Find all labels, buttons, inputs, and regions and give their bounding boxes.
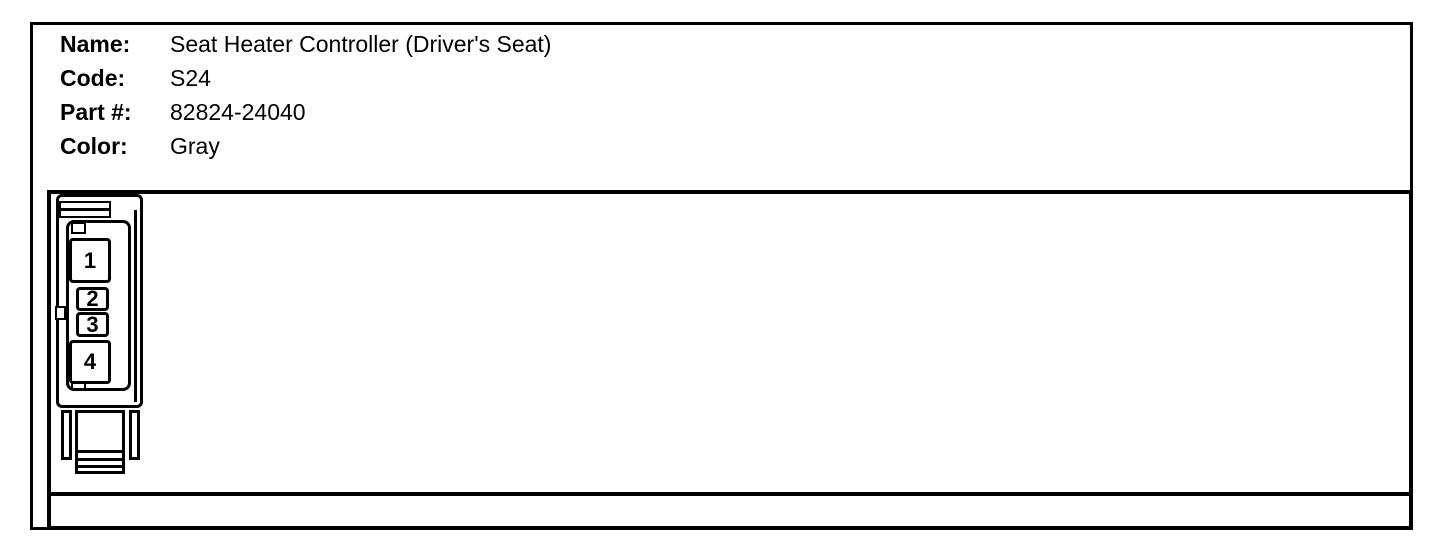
connector-diagram-panel bbox=[47, 190, 1413, 496]
field-row-color: Color: Gray bbox=[60, 129, 551, 163]
field-row-name: Name: Seat Heater Controller (Driver's S… bbox=[60, 27, 551, 61]
wire-boot-ridge bbox=[78, 465, 122, 468]
name-label: Name: bbox=[60, 31, 131, 57]
wire-boot-ridge bbox=[78, 450, 122, 453]
top-latch-bar-lower bbox=[59, 209, 111, 218]
footer-strip bbox=[47, 492, 1413, 530]
connector-info-header: Name: Seat Heater Controller (Driver's S… bbox=[60, 27, 551, 163]
color-value: Gray bbox=[170, 133, 220, 159]
field-row-code: Code: S24 bbox=[60, 61, 551, 95]
field-row-part-number: Part #: 82824-24040 bbox=[60, 95, 551, 129]
name-value: Seat Heater Controller (Driver's Seat) bbox=[170, 31, 552, 57]
wire-guide-rail-left bbox=[61, 410, 72, 460]
connector-pin-4: 4 bbox=[69, 340, 111, 384]
side-latch-bump bbox=[55, 306, 66, 320]
cavity-keying-notch-top bbox=[71, 222, 86, 234]
connector-pin-3: 3 bbox=[76, 312, 109, 337]
wire-boot-ridge bbox=[78, 458, 122, 461]
connector-pin-1: 1 bbox=[69, 238, 111, 283]
part-number-label: Part #: bbox=[60, 99, 132, 125]
inner-wall-line bbox=[134, 210, 137, 402]
wire-boot-block bbox=[75, 410, 125, 474]
wire-guide-rail-right bbox=[129, 410, 140, 460]
code-label: Code: bbox=[60, 65, 126, 91]
connector-pin-2: 2 bbox=[76, 287, 109, 311]
part-number-value: 82824-24040 bbox=[170, 99, 306, 125]
code-value: S24 bbox=[170, 65, 211, 91]
color-label: Color: bbox=[60, 133, 128, 159]
